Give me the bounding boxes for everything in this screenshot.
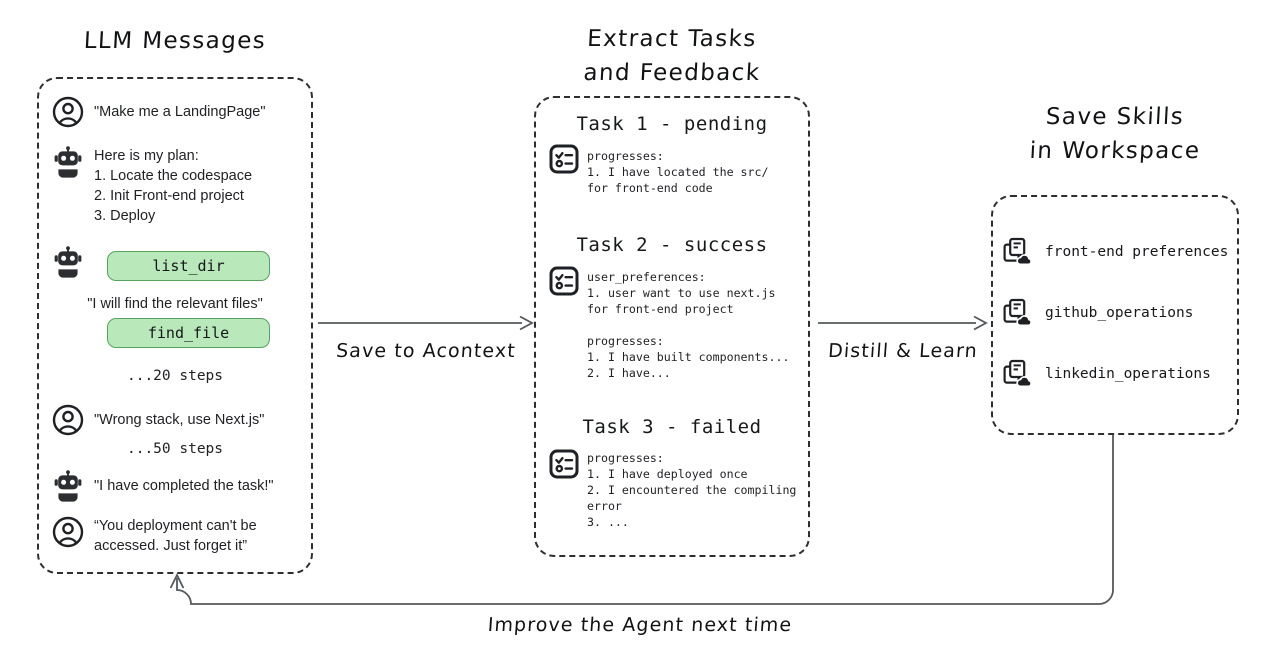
user-icon [52, 404, 84, 436]
skill-file-cloud-icon [1003, 359, 1033, 389]
skills-panel-title-line1: Save Skills [1045, 104, 1185, 130]
skill-label-1: github_operations [1045, 305, 1194, 321]
message-text-9: “You deployment can't be accessed. Just … [94, 518, 257, 554]
task-body-3: progresses: 1. I have deployed once 2. I… [587, 451, 797, 529]
save-skills-panel [991, 195, 1239, 435]
tool-pill-find-file[interactable]: find_file [107, 318, 270, 348]
robot-icon [52, 246, 84, 278]
extract-panel-title-line2: and Feedback [582, 60, 762, 86]
message-row-9: “You deployment can't be accessed. Just … [52, 516, 304, 556]
extract-panel-title-line1: Extract Tasks [586, 26, 758, 52]
message-row-8: "I have completed the task!" [52, 470, 274, 502]
message-text-6: "Wrong stack, use Next.js" [94, 412, 265, 428]
task-body-2: user_preferences: 1. user want to use ne… [587, 270, 790, 380]
messages-panel-title: LLM Messages [83, 28, 267, 54]
skill-file-cloud-icon [1003, 298, 1033, 328]
skill-row-1[interactable]: github_operations [1003, 298, 1193, 328]
task-body-1: progresses: 1. I have located the src/ f… [587, 149, 769, 195]
arrow-label-save-to-acontext: Save to Acontext [335, 340, 517, 362]
skill-row-0[interactable]: front-end preferences [1003, 237, 1228, 267]
checklist-icon [549, 449, 579, 479]
arrow-label-distill-and-learn: Distill & Learn [827, 340, 979, 362]
skill-label-0: front-end preferences [1045, 244, 1229, 260]
checklist-icon [549, 144, 579, 174]
robot-icon [52, 470, 84, 502]
extract-tasks-panel [534, 96, 810, 557]
feedback-loop-arrow [169, 435, 1114, 605]
message-row-6: "Wrong stack, use Next.js" [52, 404, 264, 436]
message-text-1: Here is my plan: 1. Locate the codespace… [94, 148, 253, 224]
tool-pill-list-dir[interactable]: list_dir [107, 251, 270, 281]
message-text-0: "Make me a LandingPage" [94, 104, 266, 120]
checklist-icon [549, 266, 579, 296]
robot-icon [52, 146, 84, 178]
steps-20-label: ...20 steps [126, 368, 224, 384]
arrow-distill-and-learn [818, 315, 988, 331]
message-text-8: "I have completed the task!" [94, 478, 274, 494]
skill-file-cloud-icon [1003, 237, 1033, 267]
user-icon [52, 96, 84, 128]
arrow-save-to-acontext [318, 315, 534, 331]
skill-row-2[interactable]: linkedin_operations [1003, 359, 1211, 389]
skills-panel-title-line2: in Workspace [1028, 138, 1202, 164]
skill-label-2: linkedin_operations [1045, 366, 1211, 382]
message-row-1: Here is my plan: 1. Locate the codespace… [52, 146, 302, 226]
task-title-3: Task 3 - failed [582, 416, 762, 438]
message-row-0: "Make me a LandingPage" [52, 96, 302, 128]
steps-50-label: ...50 steps [126, 441, 224, 457]
task-title-1: Task 1 - pending [576, 113, 768, 135]
task-title-2: Task 2 - success [576, 234, 768, 256]
message-text-3: "I will find the relevant files" [87, 296, 263, 312]
llm-messages-panel [37, 77, 313, 574]
message-row-2 [52, 246, 84, 278]
user-icon [52, 516, 84, 548]
arrow-label-feedback: Improve the Agent next time [487, 614, 793, 636]
